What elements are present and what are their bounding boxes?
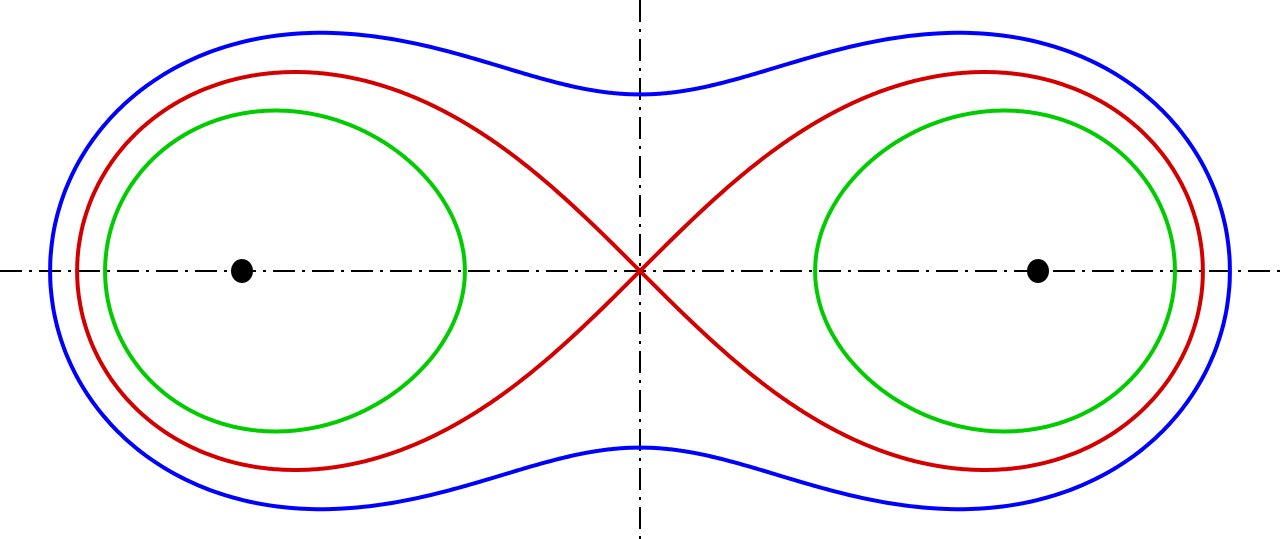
curves-group bbox=[48, 30, 1232, 512]
focus-left-dot bbox=[231, 259, 253, 283]
lemniscate bbox=[75, 70, 1205, 472]
foci-group bbox=[231, 259, 1049, 283]
focus-right-dot bbox=[1027, 259, 1049, 283]
outer-oval bbox=[48, 30, 1232, 512]
inner-ovals-right bbox=[813, 108, 1177, 434]
inner-ovals-left bbox=[103, 108, 467, 434]
